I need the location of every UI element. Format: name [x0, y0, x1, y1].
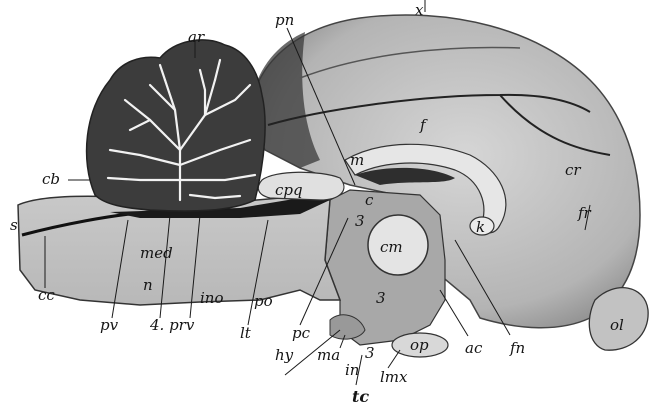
label-ar: ar	[188, 28, 205, 46]
label-k: k	[476, 218, 485, 236]
label-med: med	[140, 244, 173, 262]
label-lt: lt	[240, 324, 252, 342]
label-m: m	[350, 151, 364, 169]
label-3a: 3	[355, 212, 365, 230]
label-fn: fn	[509, 339, 525, 357]
label-cpq: cpq	[275, 181, 303, 199]
label-ac: ac	[465, 339, 483, 357]
label-cc: cc	[38, 286, 55, 304]
label-c: c	[365, 191, 374, 209]
label-pn: pn	[275, 11, 294, 29]
label-pc: pc	[292, 324, 311, 342]
label-ma: ma	[317, 346, 340, 364]
label-n: n	[143, 276, 153, 294]
label-4prv: 4. prv	[149, 316, 195, 334]
label-s: s	[10, 216, 18, 234]
cerebellum	[87, 40, 266, 211]
label-op: op	[410, 336, 429, 354]
label-ino: ino	[200, 289, 224, 307]
label-cm: cm	[380, 238, 403, 256]
label-lmx: lmx	[380, 368, 408, 386]
label-cb: cb	[42, 170, 60, 188]
label-cr: cr	[565, 161, 581, 179]
label-hy: hy	[275, 346, 294, 364]
label-tc: tc	[352, 387, 369, 406]
label-x: x	[415, 1, 424, 19]
label-3b: 3	[376, 289, 386, 307]
label-3c: 3	[365, 344, 375, 362]
label-in: in	[345, 361, 359, 379]
label-po: po	[254, 292, 273, 310]
label-ol: ol	[610, 316, 624, 334]
label-pv: pv	[100, 316, 119, 334]
label-fr: fr	[577, 204, 592, 222]
